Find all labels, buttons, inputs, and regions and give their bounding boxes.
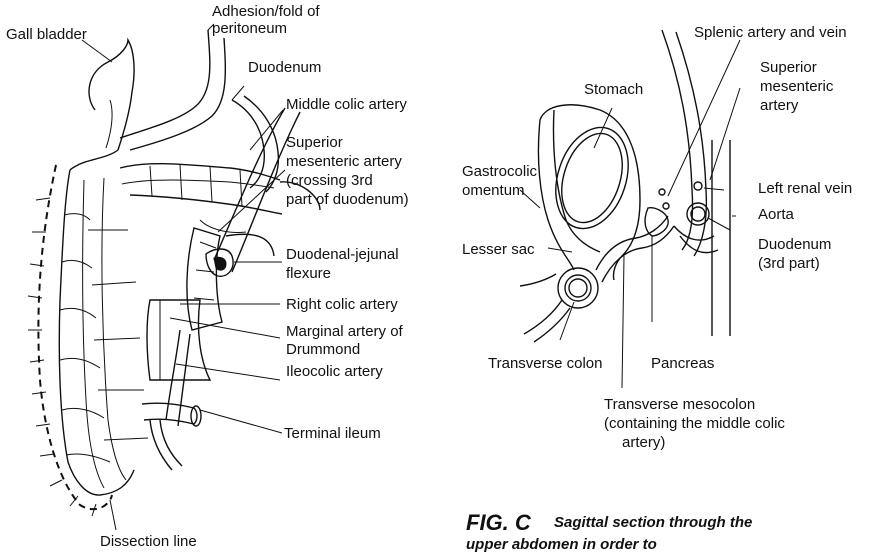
label-duodenum-3rd-1: Duodenum (758, 236, 831, 253)
label-sma-3: (crossing 3rd (286, 172, 373, 189)
figure-caption-number: FIG. C (466, 510, 531, 536)
label-marginal-2: Drummond (286, 341, 360, 358)
label-dj-flexure-1: Duodenal-jejunal (286, 246, 399, 263)
label-pancreas: Pancreas (651, 355, 714, 372)
label-dissection-line: Dissection line (100, 533, 197, 550)
label-adhesion-1: Adhesion/fold of (212, 3, 320, 20)
ascending-colon (59, 170, 134, 495)
dissection-dash-line (38, 165, 112, 509)
label-terminal-ileum: Terminal ileum (284, 425, 381, 442)
label-sma-4: part of duodenum) (286, 191, 409, 208)
label-duodenum-3rd-2: (3rd part) (758, 255, 820, 272)
label-lesser-sac: Lesser sac (462, 241, 535, 258)
label-transverse-colon: Transverse colon (488, 355, 603, 372)
label-marginal-1: Marginal artery of (286, 323, 403, 340)
label-right-sma-1: Superior (760, 59, 817, 76)
label-mesocolon-2: (containing the middle colic (604, 415, 785, 432)
label-gastrocolic-1: Gastrocolic (462, 163, 537, 180)
figure-caption-line-2: upper abdomen in order to (466, 536, 657, 553)
label-mesocolon-3: artery) (622, 434, 665, 451)
label-duodenum: Duodenum (248, 59, 321, 76)
label-aorta: Aorta (758, 206, 794, 223)
label-gall-bladder: Gall bladder (6, 26, 87, 43)
label-splenic: Splenic artery and vein (694, 24, 847, 41)
label-gastrocolic-2: omentum (462, 182, 525, 199)
label-ileocolic: Ileocolic artery (286, 363, 383, 380)
label-right-sma-3: artery (760, 97, 798, 114)
label-sma-2: mesenteric artery (286, 153, 402, 170)
label-right-sma-2: mesenteric (760, 78, 833, 95)
figure-caption-line-1: Sagittal section through the (554, 514, 752, 531)
label-sma-1: Superior (286, 134, 343, 151)
label-mesocolon-1: Transverse mesocolon (604, 396, 755, 413)
label-left-renal-vein: Left renal vein (758, 180, 852, 197)
transverse-colon-band (120, 164, 280, 180)
label-middle-colic: Middle colic artery (286, 96, 407, 113)
label-dj-flexure-2: flexure (286, 265, 331, 282)
label-adhesion-2: peritoneum (212, 20, 287, 37)
gall-bladder-shape (89, 40, 134, 150)
label-right-colic: Right colic artery (286, 296, 398, 313)
label-stomach: Stomach (584, 81, 643, 98)
